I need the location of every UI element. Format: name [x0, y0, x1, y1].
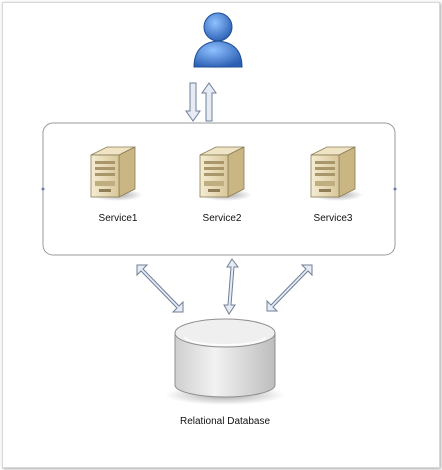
service1-database-arrow: [136, 264, 184, 313]
database-icon: [165, 318, 285, 405]
service1-label: Service1: [98, 213, 138, 224]
architecture-diagram: [41, 12, 397, 405]
service2-label: Service2: [202, 213, 242, 224]
user-icon: [192, 12, 244, 69]
server-icon-2: [199, 146, 252, 201]
service2-database-arrow: [223, 258, 239, 315]
database-label: Relational Database: [179, 416, 271, 427]
user-response-arrow: [201, 82, 217, 122]
server-icon-1: [90, 146, 143, 201]
service3-database-arrow: [266, 264, 313, 312]
user-request-arrow: [185, 82, 201, 122]
service3-label: Service3: [313, 213, 353, 224]
server-icon-3: [310, 146, 363, 201]
